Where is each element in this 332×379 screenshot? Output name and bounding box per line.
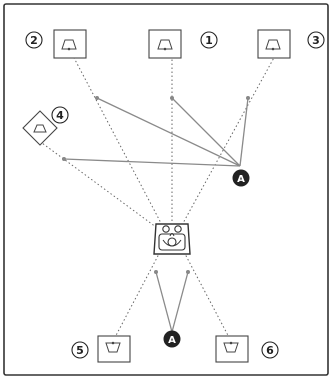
speaker-number-4: 4	[56, 109, 64, 122]
speaker-front-center	[149, 30, 181, 58]
speaker-surround-right	[216, 336, 248, 362]
measurement-lines-lower	[156, 272, 188, 332]
marker-a-lower: A	[164, 331, 181, 348]
speaker-number-2: 2	[30, 34, 38, 47]
speaker-number-front-right: 3	[308, 32, 324, 48]
speaker-front-left	[54, 30, 86, 58]
speaker-number-front-left: 2	[26, 32, 42, 48]
direction-line-center-height	[42, 143, 160, 230]
marker-a-upper-label: A	[237, 174, 245, 185]
speaker-number-5: 5	[76, 344, 84, 357]
speaker-surround-left	[98, 336, 130, 362]
speaker-number-center-height: 4	[52, 107, 68, 123]
direction-line-surround-left	[112, 252, 160, 343]
direction-line-front-right	[182, 54, 276, 225]
speaker-number-3: 3	[312, 34, 320, 47]
direction-line-surround-right	[184, 252, 232, 343]
speaker-number-front-center: 1	[201, 32, 217, 48]
speaker-number-surround-left: 5	[72, 342, 88, 358]
speaker-number-surround-right: 6	[262, 342, 278, 358]
marker-a-upper: A	[233, 170, 250, 187]
listener-seat	[154, 224, 190, 254]
direction-lines	[42, 54, 276, 343]
measurement-lines-upper	[64, 98, 248, 166]
diagram-frame	[4, 4, 328, 375]
marker-a-lower-label: A	[168, 335, 176, 346]
speaker-front-right	[258, 30, 290, 58]
speaker-number-1: 1	[205, 34, 213, 47]
direction-line-front-left	[72, 54, 162, 225]
speaker-number-6: 6	[266, 344, 274, 357]
